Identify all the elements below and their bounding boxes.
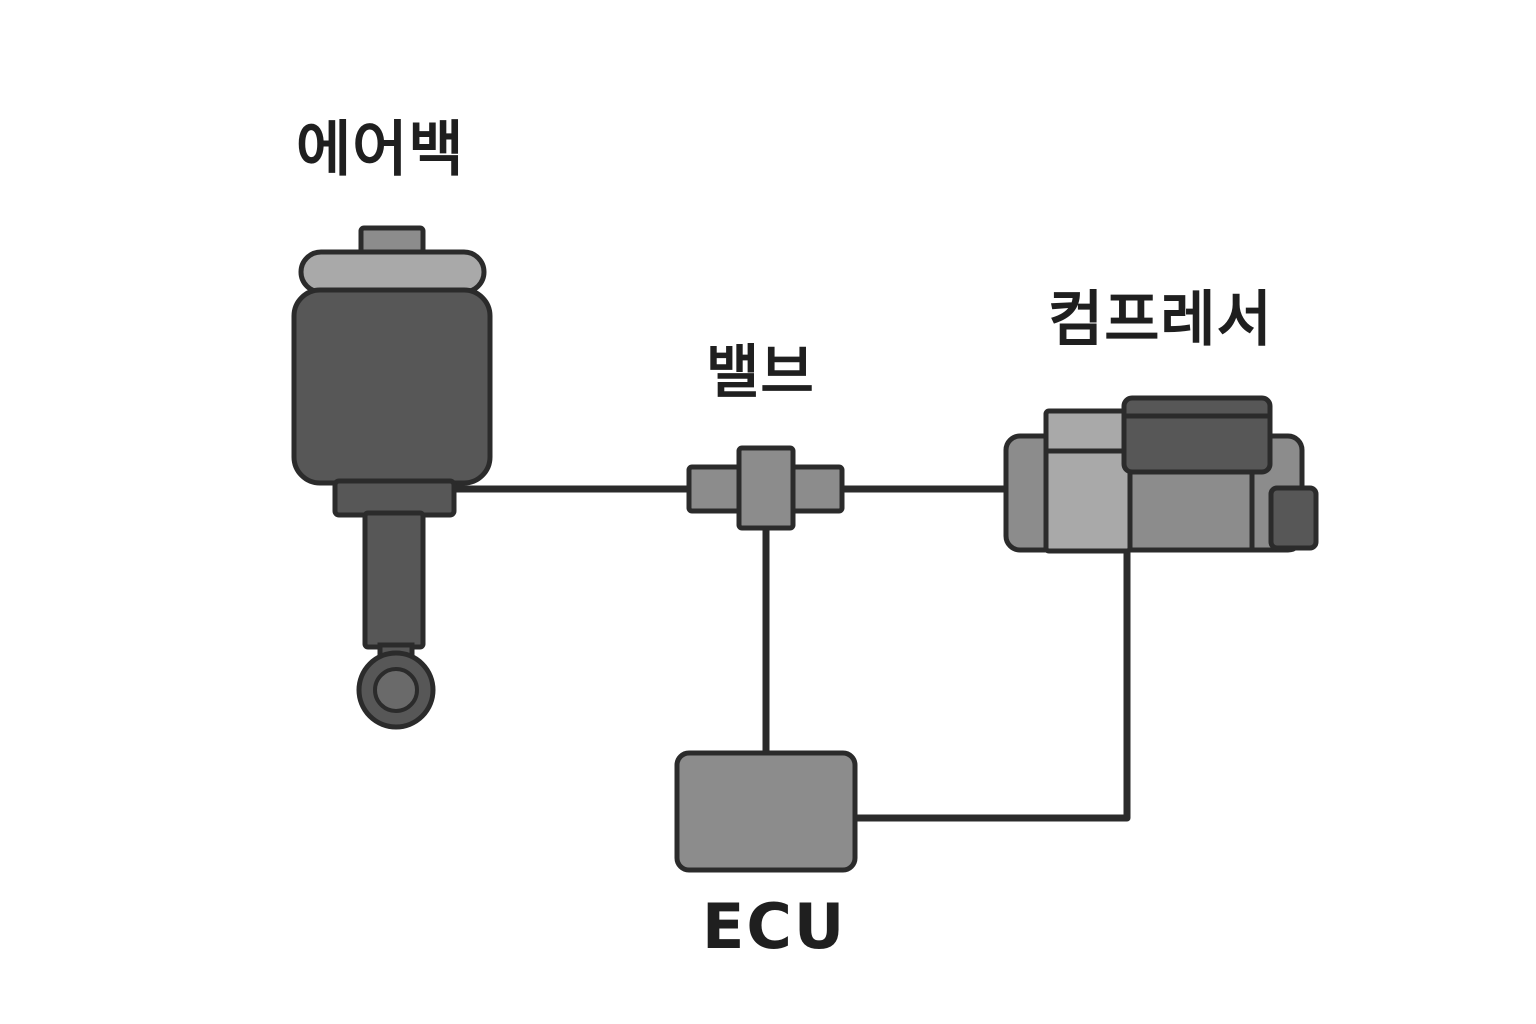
ecu-box: [674, 750, 858, 873]
ecu-label: ECU: [702, 890, 847, 963]
airbag-bellow: [291, 287, 493, 486]
line-ecu-to-compressor: [851, 548, 1131, 822]
connection-lines: [451, 485, 1131, 822]
ecu-body: [674, 750, 858, 873]
airbag-top-plate: [298, 249, 487, 295]
compressor-motor: [1121, 395, 1273, 475]
airbag-collar: [332, 478, 457, 518]
airbag-label: 에어백: [296, 115, 465, 185]
valve-left-port: [686, 464, 746, 514]
valve-body: [736, 445, 796, 531]
compressor-cylinder: [1043, 408, 1133, 554]
airbag-eye-hole: [373, 667, 419, 713]
valve-icon: [686, 445, 845, 531]
valve-right-port: [786, 464, 845, 514]
airbag-shock-body: [362, 510, 426, 650]
compressor-label: 컴프레서: [1048, 285, 1273, 355]
valve-label: 밸브: [706, 338, 815, 406]
air-spring-icon: [291, 225, 493, 730]
compressor-end-cap: [1268, 485, 1319, 551]
compressor-icon: [1003, 395, 1319, 554]
